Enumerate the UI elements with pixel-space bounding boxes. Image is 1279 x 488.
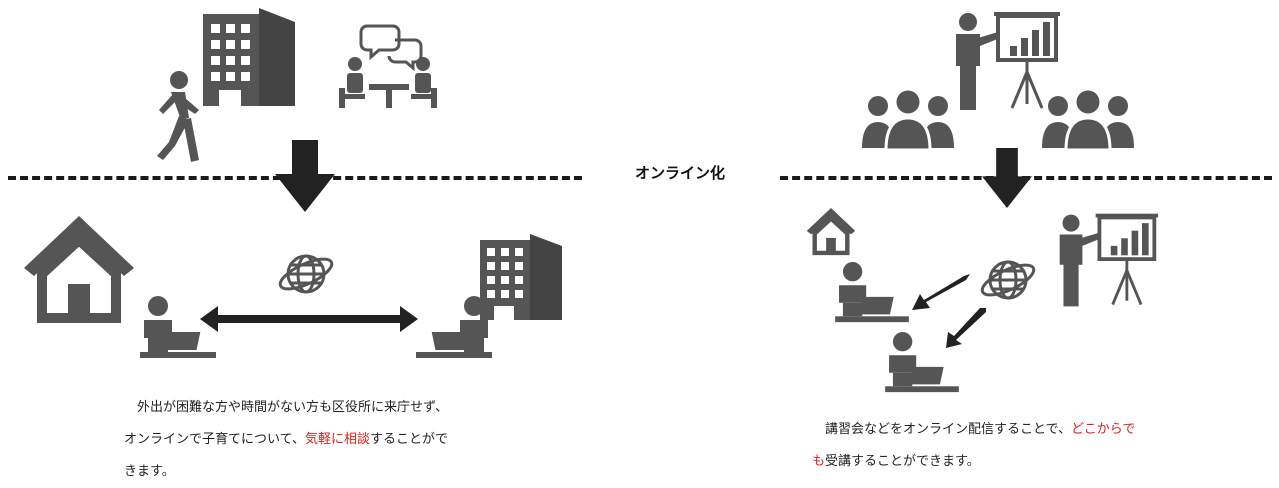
globe-icon: [980, 260, 1036, 300]
person-laptop-icon: [835, 262, 909, 323]
diagonal-arrow-icon: [946, 308, 986, 348]
left-caption-line2: オンラインで子育てについて、気軽に相談することがで: [124, 424, 448, 456]
caption-text: 講習会などをオンライン配信することで、: [825, 422, 1072, 437]
down-arrow-icon: [982, 148, 1032, 208]
right-caption: 講習会などをオンライン配信することで、どこからで も受講することができます。: [812, 414, 1135, 478]
caption-highlight: 気軽に相談: [304, 432, 370, 447]
caption-text: 外出が困難な方や時間がない方も区役所に来庁せず、: [137, 400, 449, 415]
caption-text: オンラインで子育てについて、: [124, 432, 305, 447]
office-building-icon: [203, 8, 295, 106]
caption-text: きます。: [124, 464, 175, 479]
person-laptop-icon: [416, 296, 492, 358]
house-icon: [24, 216, 134, 323]
presenter-chart-icon: [1059, 213, 1159, 307]
presenter-chart-icon: [956, 12, 1060, 110]
left-caption-line3: きます。: [124, 456, 448, 488]
walking-person-icon: [157, 71, 199, 162]
house-icon: [806, 207, 856, 256]
globe-icon: [278, 254, 334, 294]
diagonal-arrow-icon: [912, 274, 970, 310]
right-caption-line2: も受講することができます。: [812, 446, 1135, 478]
audience-icon: [1042, 87, 1134, 152]
down-arrow-icon: [275, 140, 335, 212]
caption-text: することがで: [369, 432, 448, 447]
caption-highlight: も: [812, 454, 826, 469]
office-building-icon: [480, 234, 562, 320]
meeting-chat-icon: [339, 24, 437, 108]
person-laptop-icon: [885, 332, 959, 393]
left-caption-line1: 外出が困難な方や時間がない方も区役所に来庁せず、: [124, 392, 448, 424]
caption-highlight: どこからで: [1071, 422, 1136, 437]
double-arrow-icon: [200, 306, 418, 332]
left-caption: 外出が困難な方や時間がない方も区役所に来庁せず、 オンラインで子育てについて、気…: [124, 392, 448, 488]
audience-icon: [862, 87, 954, 152]
right-caption-line1: 講習会などをオンライン配信することで、どこからで: [812, 414, 1135, 446]
person-laptop-icon: [140, 296, 216, 358]
center-label: オンライン化: [634, 164, 725, 182]
caption-text: 受講することができます。: [825, 454, 980, 469]
